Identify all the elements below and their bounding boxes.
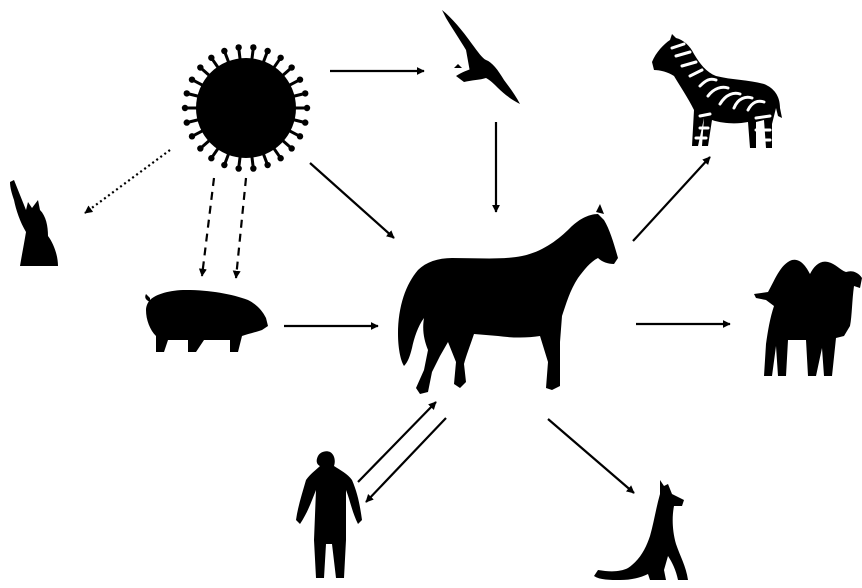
horse-icon (398, 204, 618, 394)
arrow-horse-to-dog (548, 419, 634, 493)
bird-icon (442, 10, 520, 104)
zebra-icon (652, 34, 782, 148)
pig-icon (145, 290, 268, 352)
arrow-horse-to-zebra (633, 157, 710, 241)
arrow-virus-to-cat (85, 150, 170, 213)
cat-icon (10, 180, 58, 266)
dog-icon (594, 480, 688, 580)
human-icon (296, 451, 362, 578)
camel-icon (754, 260, 862, 376)
virus-icon (182, 44, 310, 172)
arrow-virus-to-pig-2 (236, 178, 246, 278)
arrow-virus-to-pig-1 (202, 178, 214, 276)
arrow-virus-to-horse (310, 163, 394, 238)
